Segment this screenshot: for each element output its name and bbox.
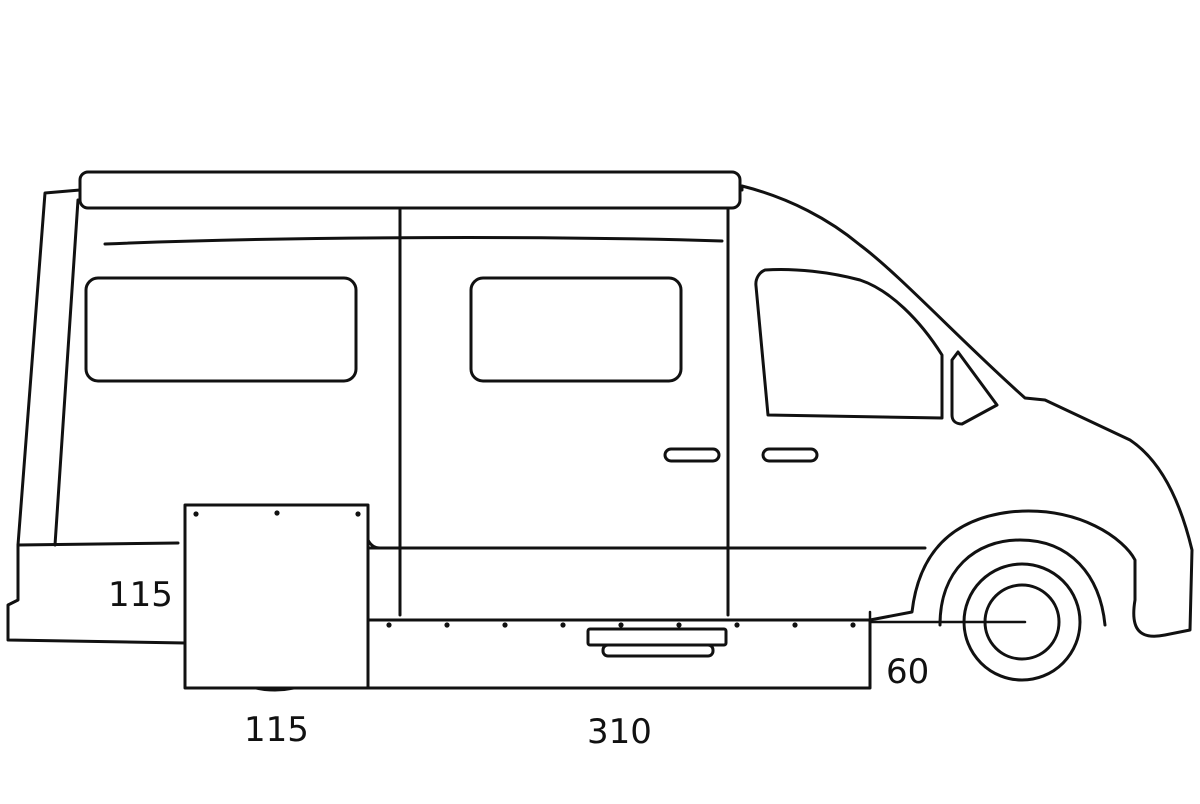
roof-awning bbox=[78, 170, 742, 210]
dimension-rear-box-height: 115 bbox=[108, 575, 173, 615]
side-storage-box bbox=[366, 618, 872, 690]
dimension-rear-box-width: 115 bbox=[244, 710, 309, 750]
body-crease-line bbox=[103, 236, 724, 246]
side-window bbox=[469, 276, 683, 383]
rear-pillar bbox=[53, 198, 80, 547]
dimension-side-box-height: 60 bbox=[886, 652, 930, 692]
cab-window bbox=[754, 268, 944, 420]
dimension-side-box-length: 310 bbox=[587, 712, 652, 752]
rear-window bbox=[84, 276, 358, 383]
side-mirror bbox=[950, 350, 999, 426]
front-wheel-arch bbox=[938, 538, 1107, 627]
cab-door-handle bbox=[761, 447, 819, 463]
sliding-door-handle bbox=[663, 447, 721, 463]
rear-bumper bbox=[16, 541, 180, 547]
rear-storage-box bbox=[183, 503, 370, 690]
